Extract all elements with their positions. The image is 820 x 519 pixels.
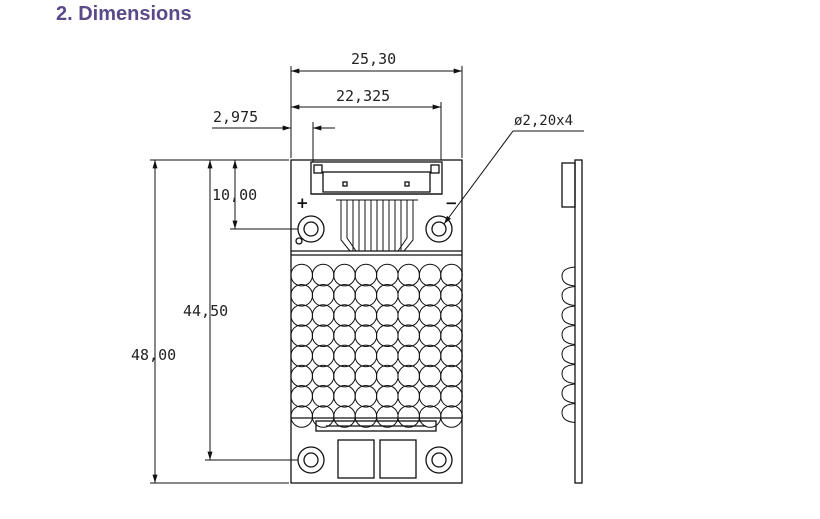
lens: [397, 385, 421, 408]
lens: [397, 344, 421, 368]
front-view: [290, 159, 463, 484]
section-title: 2. Dimensions: [56, 3, 192, 25]
lens: [376, 304, 399, 327]
lens: [333, 263, 356, 287]
mounting-hole: [425, 446, 453, 474]
lens: [440, 385, 463, 408]
lens: [290, 385, 314, 408]
lens: [376, 324, 399, 348]
lens: [354, 263, 378, 287]
board-outline: [290, 159, 463, 484]
lens: [333, 304, 356, 327]
side-lens: [561, 286, 576, 306]
lens: [418, 344, 442, 368]
side-lens: [561, 364, 576, 384]
side-lens: [561, 383, 576, 404]
lens: [290, 263, 314, 287]
minus-mark: −: [445, 194, 458, 212]
lens: [376, 405, 399, 428]
lens: [354, 405, 378, 428]
lens: [354, 344, 378, 368]
lens: [376, 344, 399, 368]
side-lens: [561, 305, 576, 326]
lens: [354, 385, 378, 408]
lens: [290, 344, 314, 368]
lens: [440, 304, 463, 327]
lens: [333, 284, 356, 307]
lens: [397, 263, 421, 287]
side-view: [561, 159, 583, 484]
lens: [440, 364, 463, 388]
lens: [397, 324, 421, 348]
lens: [418, 405, 442, 428]
lens: [376, 284, 399, 307]
lens: [333, 324, 356, 348]
lens: [397, 304, 421, 327]
lens: [376, 263, 399, 287]
lens: [440, 405, 463, 428]
lens: [290, 304, 314, 327]
dim-connector-span: 22,325: [336, 87, 390, 105]
lens: [418, 385, 442, 408]
contact-pad: [379, 439, 417, 479]
lens: [311, 385, 335, 408]
lens: [290, 324, 314, 348]
lens: [418, 324, 442, 348]
lens: [290, 405, 314, 428]
dim-hole-height: 10,00: [212, 186, 257, 204]
lens: [354, 324, 378, 348]
mounting-hole: [297, 446, 325, 474]
lens: [397, 284, 421, 307]
dimension-lines: [150, 66, 584, 484]
plus-mark: +: [296, 194, 309, 212]
lens: [333, 385, 356, 408]
dim-connector-offset: 2,975: [213, 108, 258, 126]
dim-hole-pitch: 44,50: [183, 302, 228, 320]
lens: [397, 364, 421, 388]
traces: [336, 199, 418, 252]
contact-pad: [337, 439, 375, 479]
lens: [311, 344, 335, 368]
lens: [440, 344, 463, 368]
lens: [418, 263, 442, 287]
small-hole: [295, 237, 303, 245]
lens: [333, 344, 356, 368]
lens: [440, 263, 463, 287]
side-lens: [561, 266, 576, 287]
lens: [311, 324, 335, 348]
lens: [311, 284, 335, 307]
lens: [290, 284, 314, 307]
lens: [311, 364, 335, 388]
connector: [310, 161, 443, 195]
lens: [311, 263, 335, 287]
lens: [376, 385, 399, 408]
mounting-hole: [297, 215, 325, 243]
dim-hole-spec: ø2,20x4: [514, 113, 573, 129]
lens: [440, 324, 463, 348]
side-lens: [561, 344, 576, 365]
lens: [418, 284, 442, 307]
lens: [354, 284, 378, 307]
lens: [440, 284, 463, 307]
side-lens: [561, 403, 576, 423]
side-lens: [561, 325, 576, 345]
lens: [354, 304, 378, 327]
mounting-hole: [425, 215, 453, 243]
dim-overall-width: 25,30: [351, 50, 396, 68]
dim-overall-height: 48,00: [131, 346, 176, 364]
lens: [290, 364, 314, 388]
lens-array: [290, 263, 463, 428]
lens: [418, 364, 442, 388]
lens: [333, 364, 356, 388]
lens: [376, 364, 399, 388]
lens: [333, 405, 356, 428]
lens: [354, 364, 378, 388]
lens: [311, 304, 335, 327]
lens: [418, 304, 442, 327]
lens: [397, 405, 421, 428]
